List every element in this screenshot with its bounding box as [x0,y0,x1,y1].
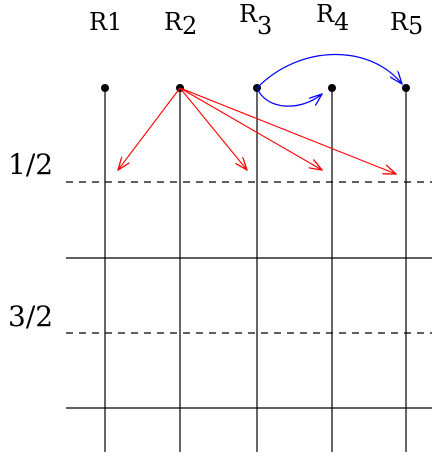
level-label-three-half: 3/2 [8,300,53,333]
process-label-index-1: 1 [107,8,122,36]
process-label-letter-2: R [164,8,183,36]
red-message-arrow-to-1 [118,87,181,170]
process-label-letter-1: R [89,8,108,36]
red-message-arrow-to-5 [179,87,396,174]
level-label-half: 1/2 [8,148,53,181]
process-label-index-3: 3 [257,12,272,40]
process-label-index-5: 5 [408,12,423,40]
process-label-letter-3: R [239,0,258,28]
red-message-arrow-to-3 [179,87,247,170]
red-message-arrow-to-4 [179,87,322,170]
process-start-dot-5 [402,84,410,92]
process-start-dot-4 [328,84,336,92]
process-label-index-4: 4 [334,8,349,36]
blue-message-arrow-to-4 [256,87,322,107]
process-label-letter-5: R [390,8,409,36]
process-label-letter-4: R [316,0,335,28]
process-label-index-2: 2 [182,12,197,40]
process-start-dot-1 [101,84,109,92]
blue-message-arrow-to-5 [256,53,402,89]
